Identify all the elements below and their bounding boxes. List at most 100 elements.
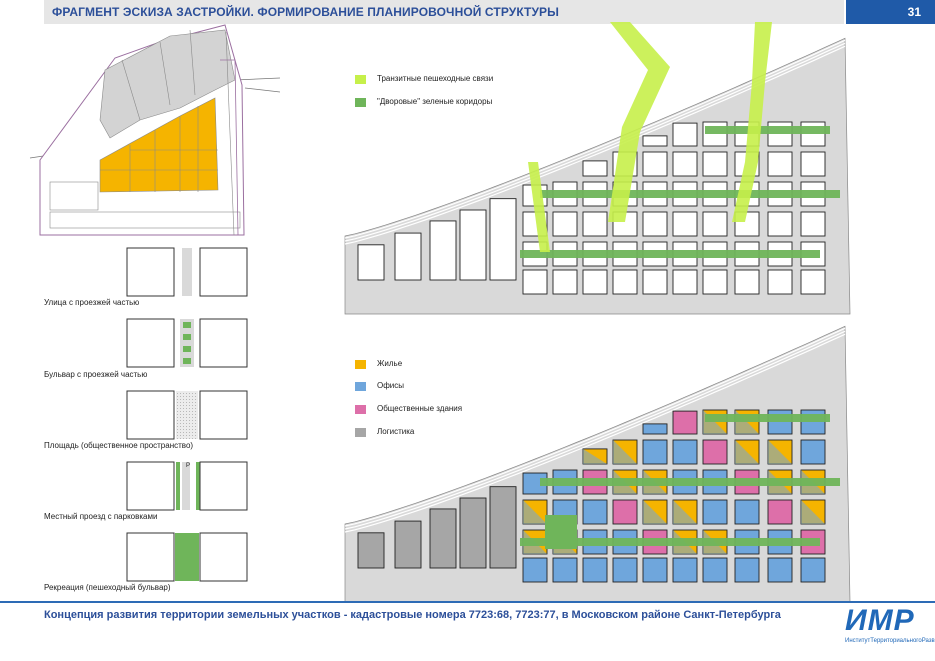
building-block [357,244,385,281]
green-corridor [520,250,820,258]
building-block [702,151,728,177]
profile-local-drive [126,461,248,511]
building-block [767,269,793,295]
building-block [459,209,487,281]
building-block [357,532,385,569]
courtyard-wedge [613,440,637,464]
building-block [582,499,608,525]
green-corridor [705,414,830,422]
profile-square [126,390,248,440]
building-block [800,269,826,295]
building-block [429,508,457,569]
building-block [672,211,698,237]
transit-link [732,22,772,222]
highway-line [344,333,846,533]
parking-marker: P [186,463,191,469]
legend-swatch [355,428,366,437]
highway-line [344,327,846,527]
building-block [702,439,728,465]
building-block [672,151,698,177]
building-block [552,211,578,237]
courtyard-wedge [523,500,547,524]
page-title: ФРАГМЕНТ ЭСКИЗА ЗАСТРОЙКИ. ФОРМИРОВАНИЕ … [52,5,560,19]
building-block [552,557,578,583]
legend-swatch [355,360,366,369]
building-block [672,439,698,465]
building-block [489,198,517,281]
legend-swatch [355,75,366,84]
building-block [522,269,548,295]
building-block [767,211,793,237]
building-block [767,557,793,583]
building-block [642,151,668,177]
courtyard-wedge [643,500,667,524]
building-block [642,439,668,465]
footer-caption: Концепция развития территории земельных … [44,609,781,621]
profile-boulevard [126,318,248,368]
page-number: 31 [907,5,921,19]
building-block [672,410,698,435]
building-block [642,269,668,295]
building-block [800,439,826,465]
building-block [612,269,638,295]
profile-recreation [126,532,248,582]
building-block [702,211,728,237]
courtyard-wedge [583,448,607,464]
building-block [702,557,728,583]
building-block [552,269,578,295]
building-block [642,135,668,147]
legend-swatch [355,98,366,107]
courtyard-wedge [735,440,759,464]
header-bar: ФРАГМЕНТ ЭСКИЗА ЗАСТРОЙКИ. ФОРМИРОВАНИЕ … [44,0,844,24]
building-block [672,557,698,583]
green-corridor [705,126,830,134]
logo-subtitle: ИнститутТерриториальногоРазвития [845,638,935,644]
building-block [734,557,760,583]
building-block [459,497,487,569]
building-block [800,151,826,177]
courtyard-wedge [801,500,825,524]
building-block [800,557,826,583]
courtyard-wedge [673,500,697,524]
site-overview-map [29,24,281,236]
profile-street [126,247,248,297]
building-block [767,499,793,525]
transit-link [528,162,550,252]
legend-label: Логистика [377,427,415,436]
building-block [582,269,608,295]
building-block [522,557,548,583]
building-block [642,557,668,583]
institute-logo: ИМР ИнститутТерриториальногоРазвития [845,606,935,652]
building-block [734,269,760,295]
green-corridor [540,190,840,198]
legend-label: Жилье [377,359,403,368]
building-block [642,211,668,237]
building-block [702,269,728,295]
functional-zoning-plan [344,325,851,603]
building-block [612,499,638,525]
legend-label: "Дворовые" зеленые коридоры [377,97,493,106]
legend-label: Общественные здания [377,404,463,413]
building-block [582,557,608,583]
transit-link [608,22,670,222]
building-block [394,232,422,281]
building-block [582,160,608,177]
legend-label: Транзитные пешеходные связи [377,74,494,83]
profile-label-local-drive: Местный проезд с парковками [44,512,158,521]
green-corridor [540,478,840,486]
building-block [489,486,517,569]
planning-structure-plan [344,22,851,315]
legend-label: Офисы [377,381,405,390]
building-block [767,151,793,177]
building-block [672,269,698,295]
building-block [734,499,760,525]
building-block [642,423,668,435]
footer-divider [0,601,935,603]
profile-label-street: Улица с проезжей частью [44,298,140,307]
building-block [612,557,638,583]
building-block [672,122,698,147]
building-block [800,211,826,237]
profile-label-square: Площадь (общественное пространство) [44,441,194,450]
highway-line [344,330,846,530]
courtyard-wedge [768,440,792,464]
